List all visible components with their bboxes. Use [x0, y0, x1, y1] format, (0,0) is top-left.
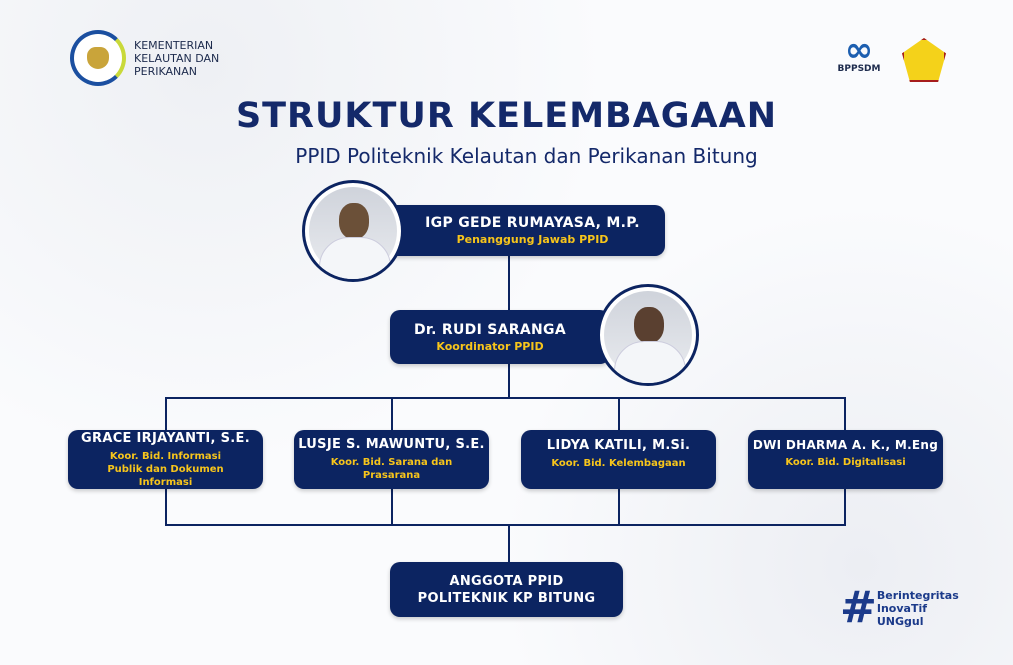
member-name: LUSJE S. MAWUNTU, S.E. [298, 437, 485, 452]
coordinator-role: Koordinator PPID [436, 339, 544, 353]
member-name: LIDYA KATILI, M.Si. [546, 438, 691, 453]
connector [508, 524, 510, 564]
logo-text-line: PERIKANAN [134, 64, 197, 78]
tagline-line: UNGgul [876, 614, 924, 628]
member-role: Koor. Bid. Informasi Publik dan Dokumen … [107, 450, 224, 488]
connector [165, 524, 846, 526]
member-box: GRACE IRJAYANTI, S.E. Koor. Bid. Informa… [68, 430, 263, 489]
kkp-emblem-icon [70, 30, 126, 86]
member-box: LIDYA KATILI, M.Si. Koor. Bid. Kelembaga… [521, 430, 716, 489]
members-box: ANGGOTA PPID POLITEKNIK KP BITUNG [390, 562, 623, 617]
coordinator-photo [597, 284, 699, 386]
tagline-line: InovaTif [876, 601, 928, 615]
members-line1: ANGGOTA PPID [449, 573, 564, 589]
member-name: DWI DHARMA A. K., M.Eng [752, 438, 939, 452]
hashtag-icon: # [840, 582, 877, 633]
head-box: IGP GEDE RUMAYASA, M.P. Penanggung Jawab… [360, 205, 665, 256]
member-name: GRACE IRJAYANTI, S.E. [81, 430, 250, 446]
head-photo [302, 180, 404, 282]
member-role: Koor. Bid. Sarana dan Prasarana [330, 457, 453, 481]
page-subtitle: PPID Politeknik Kelautan dan Perikanan B… [295, 144, 758, 168]
kkp-logo: KEMENTERIAN KELAUTAN DAN PERIKANAN [70, 30, 219, 86]
member-role: Koor. Bid. Digitalisasi [785, 457, 906, 468]
tagline-badge: # Berintegritas InovaTif UNGgul [840, 586, 959, 630]
bppsdm-text: BPPSDM [837, 64, 881, 74]
connector [508, 256, 510, 312]
logo-text-line: KELAUTAN DAN [134, 51, 220, 65]
coordinator-name: Dr. RUDI SARANGA [414, 321, 566, 338]
page-title: STRUKTUR KELEMBAGAAN [235, 96, 778, 136]
head-name: IGP GEDE RUMAYASA, M.P. [425, 215, 640, 231]
members-line2: POLITEKNIK KP BITUNG [417, 590, 596, 606]
infinity-icon: ∞ [844, 30, 874, 70]
member-role: Koor. Bid. Kelembagaan [551, 458, 686, 469]
coordinator-box: Dr. RUDI SARANGA Koordinator PPID [390, 310, 610, 364]
member-box: LUSJE S. MAWUNTU, S.E. Koor. Bid. Sarana… [294, 430, 489, 489]
member-box: DWI DHARMA A. K., M.Eng Koor. Bid. Digit… [748, 430, 943, 489]
head-role: Penanggung Jawab PPID [456, 233, 609, 246]
connector [165, 397, 846, 399]
connector [508, 364, 510, 399]
bppsdm-logo: ∞ BPPSDM [830, 30, 888, 74]
logo-text-line: KEMENTERIAN [134, 38, 214, 52]
tagline-line: Berintegritas [876, 588, 959, 602]
